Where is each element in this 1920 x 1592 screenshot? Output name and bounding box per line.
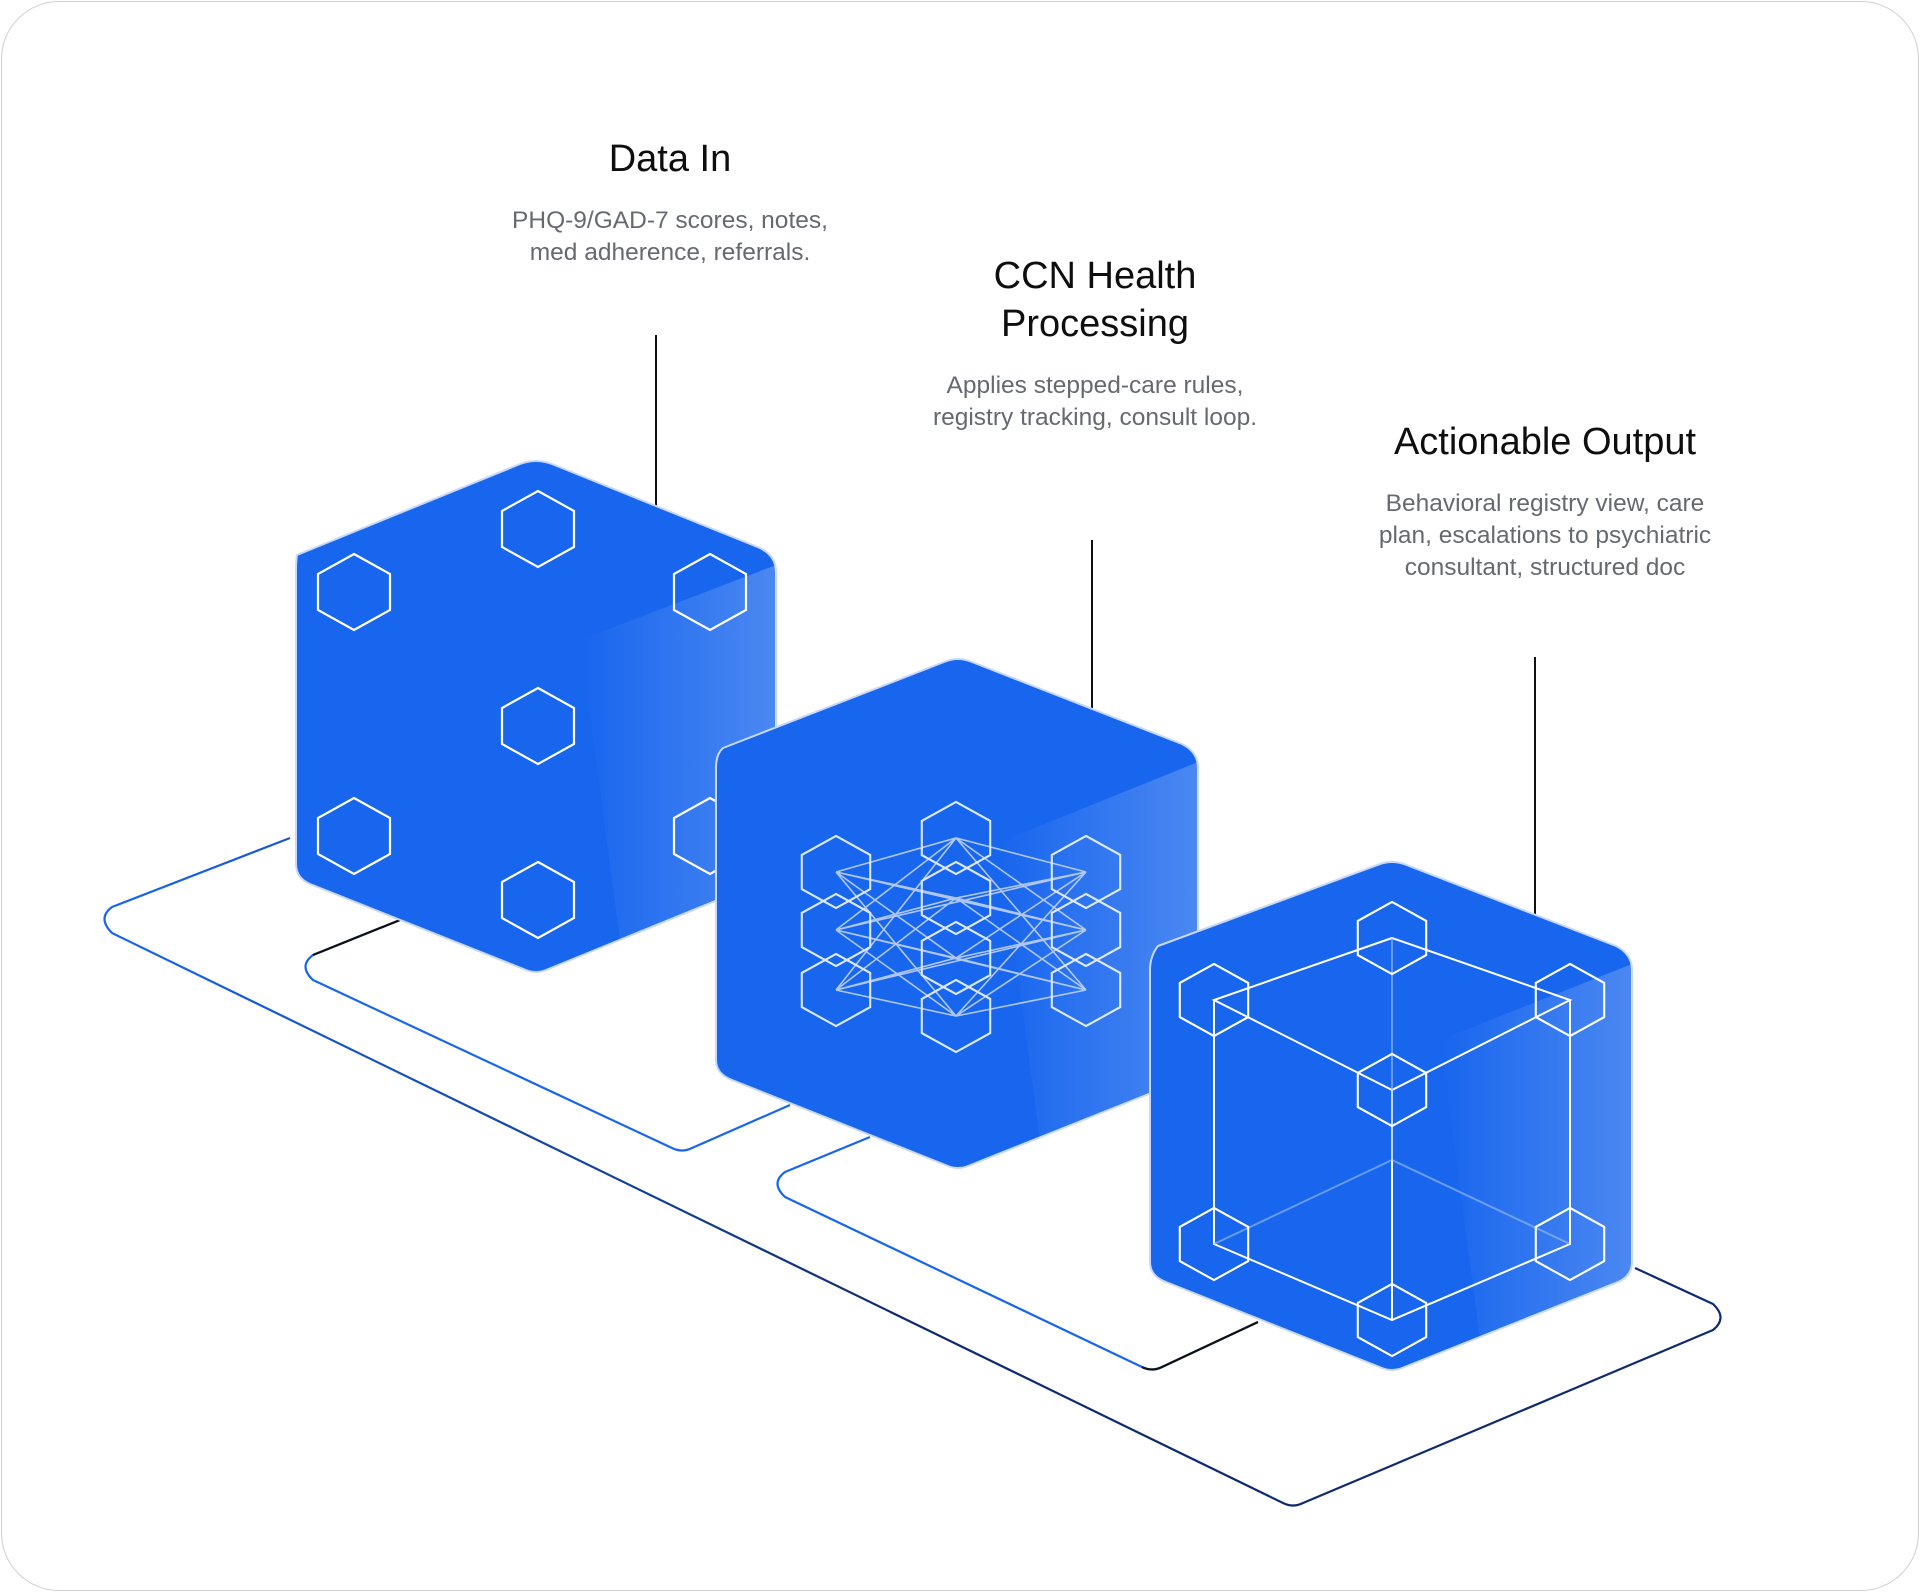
processing-title-line: CCN Health <box>993 255 1197 297</box>
processing-title-line: Processing <box>1001 303 1189 345</box>
data-in-label: Data In PHQ-9/GAD-7 scores, notes, med a… <box>420 135 920 269</box>
processing-label: CCN Health Processing Applies stepped-ca… <box>845 252 1345 434</box>
processing-description-line: registry tracking, consult loop. <box>932 404 1258 431</box>
output-description-line: plan, escalations to psychiatric <box>1378 522 1712 549</box>
output-description: Behavioral registry view, care plan, esc… <box>1295 488 1795 584</box>
output-label: Actionable Output Behavioral registry vi… <box>1295 418 1795 584</box>
processing-title: CCN Health Processing <box>845 252 1345 348</box>
output-description-line: Behavioral registry view, care <box>1385 490 1705 517</box>
output-description-line: consultant, structured doc <box>1404 554 1686 581</box>
platform-inner <box>776 1135 1259 1371</box>
data-in-cube <box>295 460 777 973</box>
data-in-description: PHQ-9/GAD-7 scores, notes, med adherence… <box>420 205 920 269</box>
data-in-title: Data In <box>608 138 732 180</box>
processing-description: Applies stepped-care rules, registry tra… <box>845 370 1345 434</box>
platform-middle <box>304 918 791 1152</box>
processing-description-line: Applies stepped-care rules, <box>946 372 1244 399</box>
neural-network-icon <box>800 800 1122 1054</box>
connected-cube-icon <box>1178 900 1606 1358</box>
data-in-description-line: med adherence, referrals. <box>529 239 811 266</box>
output-cube <box>1149 861 1633 1371</box>
output-title: Actionable Output <box>1393 421 1697 463</box>
data-in-description-line: PHQ-9/GAD-7 scores, notes, <box>512 207 828 234</box>
platform-outer <box>103 836 1722 1507</box>
processing-cube <box>715 658 1199 1169</box>
